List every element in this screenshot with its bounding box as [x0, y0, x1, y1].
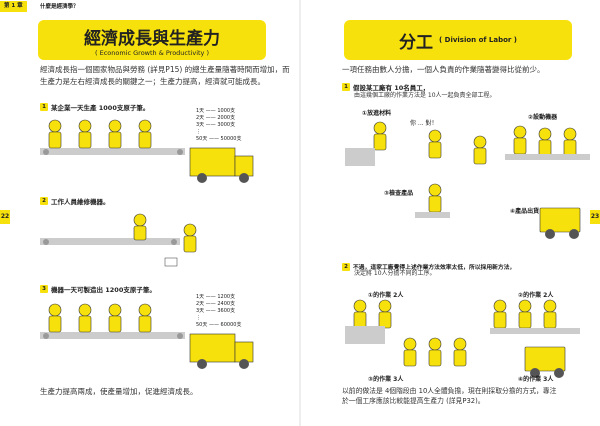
right-step-2: 2 不過，這家工廠覺得上述作業方法效率太低，所以採用新方法，	[342, 262, 515, 271]
daily-count: 3天 —— 3000支	[196, 122, 236, 128]
step-text: 假設某工廠有 10名員工，	[353, 84, 430, 92]
header-bar: 第 1 章 什麼是經濟學？	[0, 0, 600, 13]
step-text: 機器一天可製造出 1200支原子筆。	[51, 286, 156, 294]
divided-labor-illustration	[345, 299, 580, 378]
daily-count: 1天 —— 1000支	[196, 108, 236, 114]
stage-label: ③檢查產品	[384, 190, 414, 197]
stage-label: ④的作業 3人	[518, 376, 554, 383]
step-2-subtext: 決定將 10人分擔不同的工序。	[354, 270, 436, 277]
right-conclusion-line: 於一個工序應該比較能提高生產力 (詳見P32)。	[342, 397, 485, 405]
right-conclusion: 以前的做法是 4個階段由 10人全體負擔，現在則採取分擔的方式，專注 於一個工序…	[342, 386, 597, 406]
stage-label: ④產品出貨	[510, 208, 540, 215]
pen-workers-illustration	[40, 119, 254, 183]
left-step-2: 2 工作人員維修機器。	[40, 196, 110, 206]
right-step-1: 1 假設某工廠有 10名員工，	[342, 82, 429, 92]
left-conclusion: 生產力提高兩成，使產量增加，促進經濟成長。	[40, 387, 198, 396]
stage-label: ①的作業 2人	[368, 292, 404, 299]
daily-count: ⋮	[196, 315, 201, 321]
daily-count-table-3: 1天 —— 1200支 2天 —— 2400支 3天 —— 3600支 ⋮ 50…	[196, 294, 241, 329]
left-title: 經濟成長與生產力	[84, 29, 220, 49]
step-number: 2	[40, 197, 48, 205]
left-step-1: 1 某企業一天生產 1000支原子筆。	[40, 102, 149, 112]
daily-count: 50天 —— 50000支	[196, 136, 242, 142]
machine-output-illustration	[40, 303, 254, 369]
daily-count: 2天 —— 2400支	[196, 301, 236, 307]
step-text: 某企業一天生產 1000支原子筆。	[51, 104, 150, 112]
left-step-3: 3 機器一天可製造出 1200支原子筆。	[40, 284, 156, 294]
step-1-subtext: 由這幾個工廠的作業方法是 10人一起負責全部工程。	[354, 92, 496, 99]
speech-bubble: 你 ... 對！	[410, 120, 438, 127]
machine-repair-illustration	[40, 213, 197, 267]
left-intro-line: 生產力是左右經濟成長的關鍵之一；生產力提高，經濟就可能成長。	[40, 77, 265, 86]
daily-count: 2天 —— 2000支	[196, 115, 236, 121]
right-intro: 一項任務由數人分擔，一個人負責的作業隨著變得比從前少。	[342, 65, 545, 74]
chapter-badge: 第 1 章	[0, 1, 27, 12]
right-page: 23 分工 ( Division of Labor ) 一項任務由數人分擔，一個…	[300, 0, 600, 426]
stage-label: ③的作業 3人	[368, 376, 404, 383]
daily-count: 1天 —— 1200支	[196, 294, 236, 300]
step-text: 工作人員維修機器。	[51, 198, 110, 206]
left-title-box: 經濟成長與生產力 ( Economic Growth & Productivit…	[38, 20, 266, 60]
step-text: 不過，這家工廠覺得上述作業方法效率太低，所以採用新方法，	[353, 265, 516, 271]
daily-count: 3天 —— 3600支	[196, 308, 236, 314]
page-number-right: 23	[590, 210, 600, 224]
left-intro: 經濟成長指一個國家物品與勞務 (詳見P15) 的總生產量隨著時間而增加，而 生產…	[40, 64, 290, 88]
stage-label: ②的作業 2人	[518, 292, 554, 299]
stage-label: ①放進材料	[362, 110, 392, 117]
daily-count: ⋮	[196, 129, 201, 135]
chapter-title: 什麼是經濟學？	[40, 4, 79, 10]
book-gutter	[299, 0, 301, 426]
right-title-box: 分工 ( Division of Labor )	[344, 20, 572, 60]
right-title-en: ( Division of Labor )	[439, 36, 517, 44]
page-number-left: 22	[0, 210, 10, 224]
all-workers-illustration	[345, 121, 590, 239]
step-number: 1	[40, 103, 48, 111]
step-number: 3	[40, 285, 48, 293]
stage-label: ②設動機器	[528, 114, 558, 121]
daily-count-table-1: 1天 —— 1000支 2天 —— 2000支 3天 —— 3000支 ⋮ 50…	[196, 108, 241, 143]
left-subtitle: ( Economic Growth & Productivity )	[95, 49, 209, 57]
left-intro-line: 經濟成長指一個國家物品與勞務 (詳見P15) 的總生產量隨著時間而增加，而	[40, 65, 290, 74]
left-page: 22 經濟成長與生產力 ( Economic Growth & Producti…	[0, 20, 290, 396]
daily-count: 50天 —— 60000支	[196, 322, 242, 328]
right-title: 分工	[399, 32, 433, 53]
right-conclusion-line: 以前的做法是 4個階段由 10人全體負擔，現在則採取分擔的方式，專注	[342, 387, 557, 395]
